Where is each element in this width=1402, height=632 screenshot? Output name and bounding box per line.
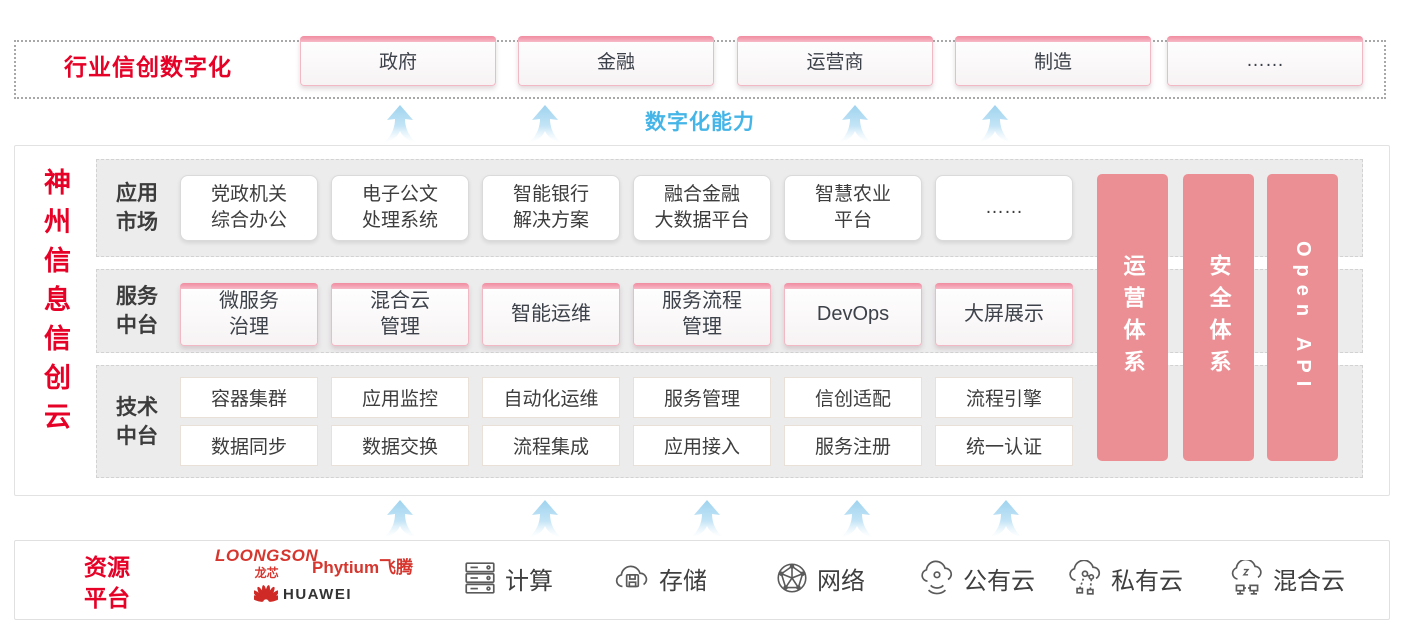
app-box-smart-agri: 智慧农业 平台: [784, 175, 922, 241]
hybrid-cloud-icon: [1231, 560, 1262, 595]
tech-box-flow-integ: 流程集成: [482, 425, 620, 466]
tech-box-app-access: 应用接入: [633, 425, 771, 466]
tech-box-svc-mgmt: 服务管理: [633, 377, 771, 418]
sector-box-finance: 金融: [518, 36, 714, 86]
resource-item-compute: 计算: [462, 556, 553, 600]
service-label: 服务 中台: [116, 285, 158, 337]
tech-box-data-exch: 数据交换: [331, 425, 469, 466]
storage-icon: [615, 565, 648, 588]
up-arrow-icon: [528, 500, 562, 538]
tech-box-container: 容器集群: [180, 377, 318, 418]
tech-box-xc-adapt: 信创适配: [784, 377, 922, 418]
service-box-workflow: 服务流程 管理: [633, 283, 771, 346]
tech-box-uni-auth: 统一认证: [935, 425, 1073, 466]
tech-box-flow-engine: 流程引擎: [935, 377, 1073, 418]
loongson-logo-cn: 龙芯: [254, 566, 279, 580]
loongson-logo: LOONGSON 龙芯: [215, 546, 318, 581]
resource-item-hybrid-cloud: 混合云: [1228, 556, 1345, 600]
industry-banner-title: 行业信创数字化: [64, 54, 232, 80]
public-cloud-icon: [921, 560, 953, 595]
resource-item-storage: 存储: [614, 556, 707, 600]
phytium-logo: Phytium飞腾: [312, 558, 414, 577]
tech-box-svc-reg: 服务注册: [784, 425, 922, 466]
service-box-microservice: 微服务 治理: [180, 283, 318, 346]
app-box-gov-office: 党政机关 综合办公: [180, 175, 318, 241]
sidebar-open-api: Open API: [1267, 174, 1338, 461]
platform-title: 神州信息信创云: [40, 168, 70, 441]
app-box-fin-bigdata: 融合金融 大数据平台: [633, 175, 771, 241]
up-arrow-icon: [690, 500, 724, 538]
capability-label: 数字化能力: [645, 111, 755, 134]
sidebar-security-system: 安全体系: [1183, 174, 1254, 461]
resource-item-label: 混合云: [1273, 567, 1345, 595]
huawei-logo-text: HUAWEI: [283, 585, 352, 603]
service-box-hybrid-mgmt: 混合云 管理: [331, 283, 469, 346]
sector-box-manufacturing: 制造: [955, 36, 1151, 86]
up-arrow-icon: [383, 500, 417, 538]
huawei-logo: HUAWEI: [254, 584, 352, 604]
resource-item-label: 网络: [817, 567, 865, 595]
up-arrow-icon: [383, 105, 417, 143]
up-arrow-icon: [989, 500, 1023, 538]
service-box-bigscreen: 大屏展示: [935, 283, 1073, 346]
tech-label: 技术 中台: [116, 395, 158, 448]
app-box-edoc: 电子公文 处理系统: [331, 175, 469, 241]
sector-box-operator: 运营商: [737, 36, 933, 86]
resource-item-label: 计算: [505, 567, 553, 595]
up-arrow-icon: [528, 105, 562, 143]
app-market-label: 应用 市场: [116, 182, 158, 234]
service-box-devops: DevOps: [784, 283, 922, 346]
resource-item-network: 网络: [774, 556, 865, 600]
up-arrow-icon: [978, 105, 1012, 143]
sector-box-more: ……: [1167, 36, 1363, 86]
up-arrow-icon: [838, 105, 872, 143]
tech-box-data-sync: 数据同步: [180, 425, 318, 466]
resource-item-public-cloud: 公有云: [918, 556, 1035, 600]
private-cloud-icon: [1069, 560, 1101, 595]
resource-panel: [14, 540, 1390, 620]
service-box-aiops: 智能运维: [482, 283, 620, 346]
tech-box-autoops: 自动化运维: [482, 377, 620, 418]
huawei-flower-icon: [254, 585, 278, 602]
tech-box-monitor: 应用监控: [331, 377, 469, 418]
sector-box-government: 政府: [300, 36, 496, 86]
resource-item-private-cloud: 私有云: [1066, 556, 1183, 600]
network-icon: [777, 563, 807, 593]
resource-item-label: 私有云: [1111, 567, 1183, 595]
resource-item-label: 存储: [659, 567, 707, 595]
compute-icon: [465, 562, 495, 594]
resource-platform-label: 资源 平台: [84, 554, 130, 611]
loongson-logo-text: LOONGSON: [215, 546, 319, 565]
app-box-more: ……: [935, 175, 1073, 241]
up-arrow-icon: [840, 500, 874, 538]
app-box-smart-bank: 智能银行 解决方案: [482, 175, 620, 241]
resource-item-label: 公有云: [963, 567, 1035, 595]
sidebar-operation-system: 运营体系: [1097, 174, 1168, 461]
